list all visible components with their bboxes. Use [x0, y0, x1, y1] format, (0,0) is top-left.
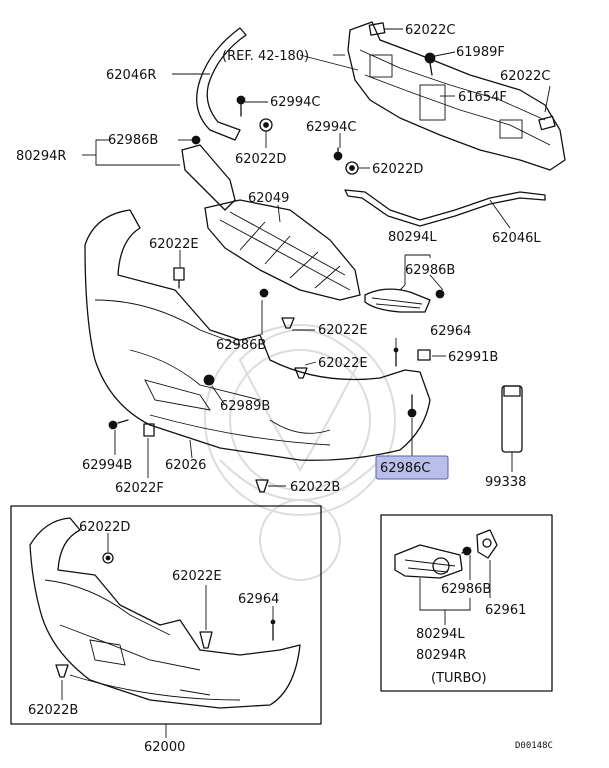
label-62989b: 62989B	[220, 399, 270, 414]
label-ref-42-180: (REF. 42-180)	[222, 49, 309, 64]
clip-62022d-b	[345, 161, 359, 175]
clip-62989b	[203, 374, 215, 386]
label-62046l: 62046L	[492, 231, 541, 246]
bumper-cover-62026	[84, 209, 431, 461]
label-62994c-b: 62994C	[306, 120, 356, 135]
label-62022d-c: 62022D	[79, 520, 130, 535]
touch-up-paint-99338	[501, 385, 523, 453]
label-62991b: 62991B	[448, 350, 498, 365]
clip-62986b-b	[435, 289, 445, 299]
label-62022e-b: 62022E	[318, 323, 368, 338]
turbo-bracket-62961	[476, 529, 498, 559]
clip-62022d-a	[259, 118, 273, 132]
label-62000: 62000	[144, 740, 185, 755]
side-grille-80294r	[181, 144, 236, 211]
upper-support-beam	[347, 21, 566, 171]
label-62022d-a: 62022D	[235, 152, 286, 167]
label-62022f: 62022F	[115, 481, 164, 496]
label-62046r: 62046R	[106, 68, 156, 83]
turbo-clip-62986b	[461, 546, 472, 556]
label-80294l-b: 80294L	[416, 627, 465, 642]
label-62026: 62026	[165, 458, 206, 473]
label-80294r: 80294R	[16, 149, 66, 164]
clip-62022e-c	[294, 367, 308, 379]
label-62022e-c: 62022E	[318, 356, 368, 371]
label-62049: 62049	[248, 191, 289, 206]
label-62986b-d: 62986B	[441, 582, 491, 597]
highlight-62986c	[375, 455, 449, 480]
label-62022c-right: 62022C	[500, 69, 550, 84]
label-62964-a: 62964	[430, 324, 471, 339]
clip-62022e-a	[173, 267, 185, 289]
clip-62986c	[407, 394, 417, 418]
label-62022b-a: 62022B	[290, 480, 340, 495]
bumper-assembly-62000	[29, 517, 301, 709]
clip-62022e-b	[281, 317, 295, 329]
grille-62049	[204, 199, 361, 301]
label-62986b-a: 62986B	[108, 133, 158, 148]
box-clip-62022b	[55, 664, 69, 678]
side-grille-80294l	[364, 288, 431, 313]
clip-62022c-right	[538, 115, 556, 131]
screw-62994c-b	[333, 147, 343, 161]
label-61654f: 61654F	[458, 90, 507, 105]
clip-62986b-a	[191, 135, 201, 145]
clip-62986b-c	[259, 288, 269, 298]
clip-62964-a	[393, 347, 399, 367]
label-62022b-b: 62022B	[28, 703, 78, 718]
screw-62994b	[108, 419, 129, 430]
label-62961: 62961	[485, 603, 526, 618]
label-62022c-top: 62022C	[405, 23, 455, 38]
screw-62994c-a	[236, 95, 246, 117]
label-99338: 99338	[485, 475, 526, 490]
clip-62022c-top	[368, 22, 386, 36]
turbo-leaders	[419, 555, 491, 625]
leader-lines	[82, 28, 551, 487]
clip-62022b-a	[255, 479, 269, 493]
retainer-62046r	[196, 27, 247, 141]
label-62022d-b: 62022D	[372, 162, 423, 177]
label-62986b-c: 62986B	[216, 338, 266, 353]
bolt-61989f	[424, 52, 436, 76]
label-62022e-d: 62022E	[172, 569, 222, 584]
watermark-emblem	[204, 324, 396, 581]
label-62986c: 62986C	[380, 461, 430, 476]
box-clip-62022d	[102, 552, 114, 564]
box-leaders	[61, 533, 274, 738]
box-clip-62964	[270, 619, 276, 641]
retainer-62046l	[344, 189, 546, 227]
clip-62991b	[417, 349, 431, 361]
turbo-box	[380, 514, 553, 692]
box-clip-62022e	[199, 631, 213, 649]
label-80294l: 80294L	[388, 230, 437, 245]
assembly-box	[10, 505, 322, 725]
label-62964-b: 62964	[238, 592, 279, 607]
label-62994b: 62994B	[82, 458, 132, 473]
label-62986b-b: 62986B	[405, 263, 455, 278]
clip-62022f	[143, 423, 155, 437]
label-62994c-a: 62994C	[270, 95, 320, 110]
label-turbo: (TURBO)	[431, 671, 487, 686]
label-80294r-b: 80294R	[416, 648, 466, 663]
turbo-side-grille	[394, 544, 463, 579]
diagram-code: D00148C	[515, 741, 553, 751]
label-61989f: 61989F	[456, 45, 505, 60]
label-62022e-a: 62022E	[149, 237, 199, 252]
